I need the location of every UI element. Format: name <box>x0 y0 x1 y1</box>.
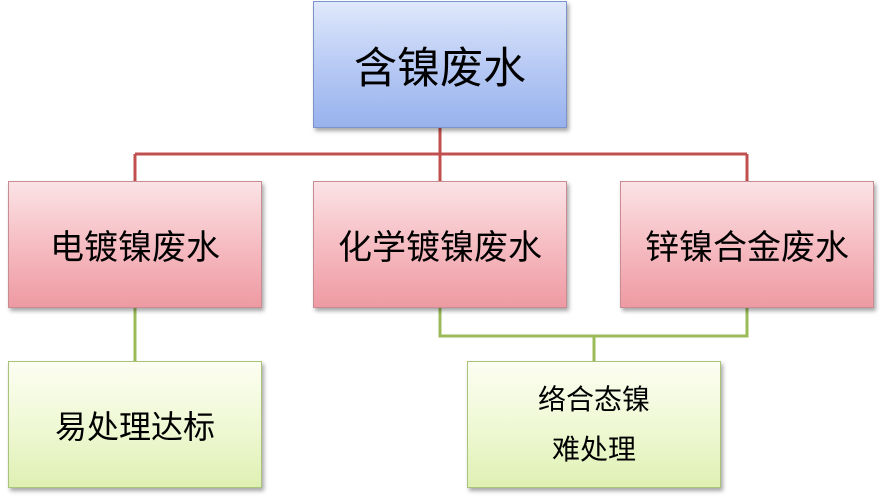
node-label-line-1: 络合态镍 <box>537 382 650 416</box>
node-label: 电镀镍废水 <box>50 228 220 268</box>
connector-chem-zinc-to-complexed <box>438 308 749 361</box>
node-label: 锌镍合金废水 <box>645 228 849 268</box>
node-easy-to-treat: 易处理达标 <box>8 361 262 488</box>
root-node-label: 含镍废水 <box>354 43 526 94</box>
node-complexed-nickel-hard-to-treat: 络合态镍 难处理 <box>467 361 721 488</box>
connector-root-to-sources <box>133 128 749 181</box>
root-node-nickel-wastewater: 含镍废水 <box>313 1 567 128</box>
node-electroplating-nickel-wastewater: 电镀镍废水 <box>8 181 262 308</box>
node-label: 易处理达标 <box>54 407 215 446</box>
node-label-line-2: 难处理 <box>551 432 636 466</box>
node-label: 化学镀镍废水 <box>338 228 542 268</box>
node-electroless-nickel-wastewater: 化学镀镍废水 <box>313 181 567 308</box>
node-zinc-nickel-alloy-wastewater: 锌镍合金废水 <box>620 181 874 308</box>
